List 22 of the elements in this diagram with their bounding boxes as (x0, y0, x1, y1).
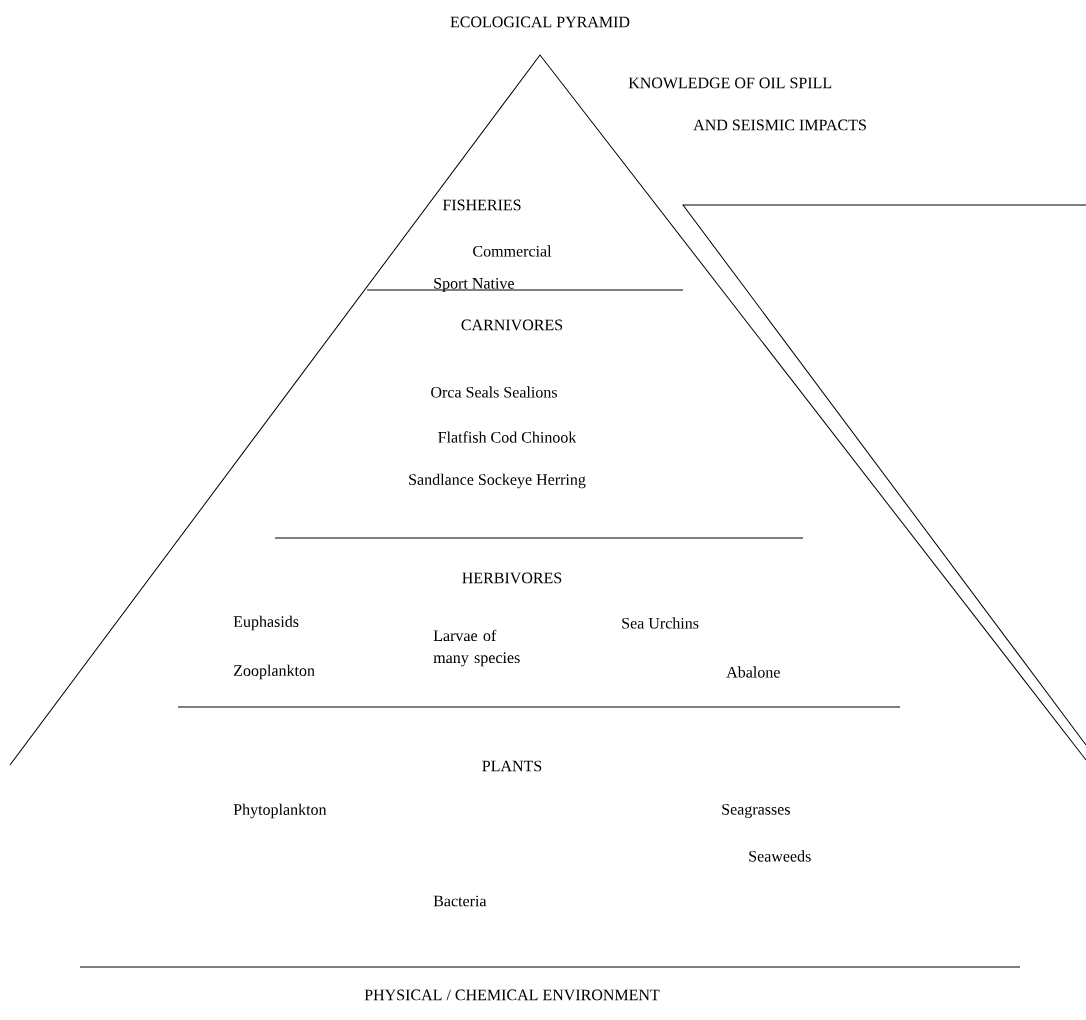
text-label: Sport Native (434, 278, 514, 292)
text-label: Sandlance Sockeye Herring (409, 473, 586, 489)
text-label: Phytoplankton (233, 803, 327, 819)
text-label: AND SEISMIC IMPACTS (693, 119, 866, 131)
text-label: HERBIVORES (462, 572, 562, 584)
text-label: Euphasids (233, 615, 299, 631)
text-label: PLANTS (482, 760, 542, 772)
text-label: KNOWLEDGE OF OIL SPILL (628, 77, 832, 89)
text-label: Bacteria (433, 895, 487, 907)
text-label: Commercial (473, 245, 552, 257)
text-label: Larvae of many species (433, 629, 520, 667)
text-label: Sea Urchins (622, 617, 699, 629)
text-label: CARNIVORES (461, 319, 563, 331)
text-label: Orca Seals Sealions (431, 386, 557, 398)
text-label: Seaweeds (749, 850, 811, 862)
text-label: Zooplankton (233, 664, 315, 680)
text-label: Abalone (726, 666, 780, 678)
text-label: PHYSICAL / CHEMICAL ENVIRONMENT (364, 989, 660, 1001)
text-label: FISHERIES (442, 199, 521, 211)
text-label: Flatfish Cod Chinook (438, 431, 577, 443)
title: ECOLOGICAL PYRAMID (450, 16, 630, 28)
text-label: Seagrasses (722, 804, 790, 818)
